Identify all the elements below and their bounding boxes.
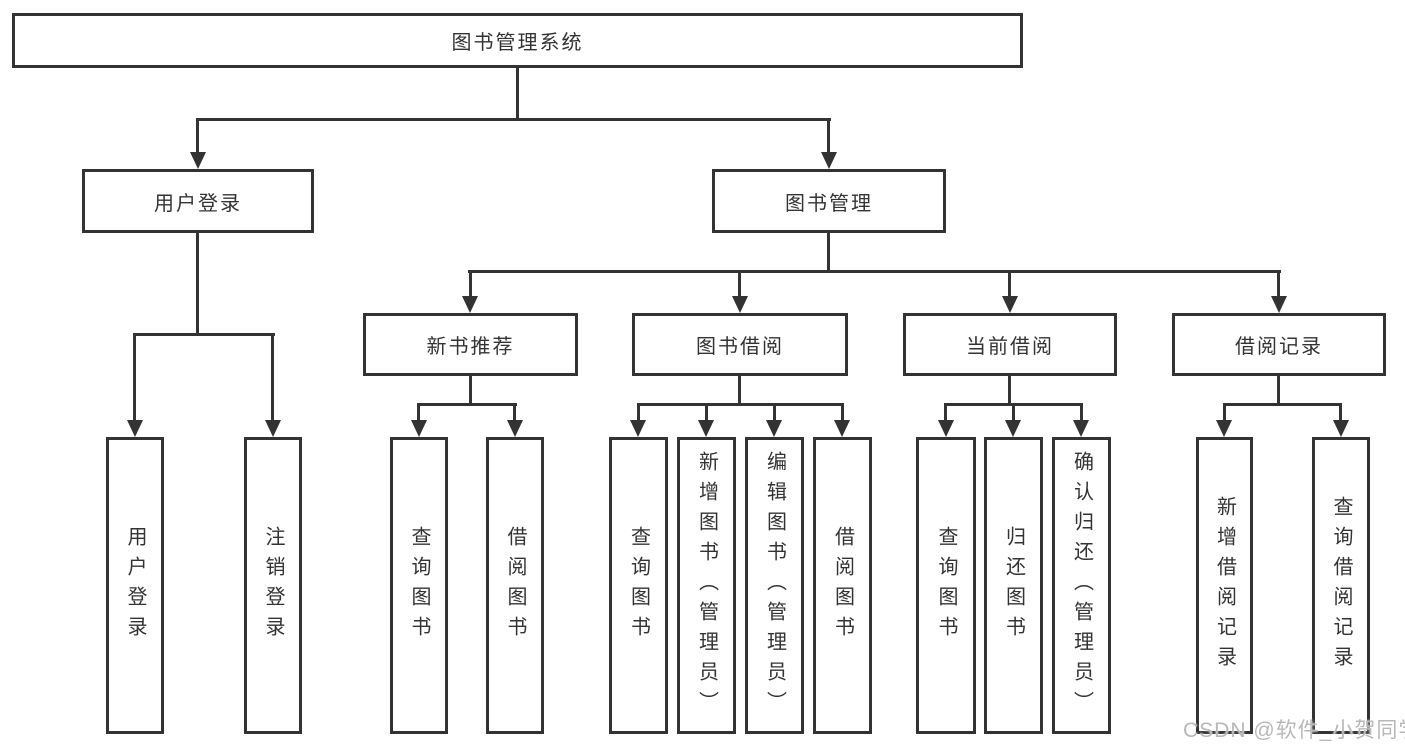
connector-leaf	[944, 405, 947, 422]
connector-level3-rail	[468, 270, 1281, 273]
leaf-confirm-return-admin: 确认归还（管理员）	[1052, 437, 1111, 734]
connector-leaf	[705, 405, 708, 422]
arrow-down-icon	[411, 420, 427, 437]
arrow-down-icon	[462, 296, 478, 313]
csdn-watermark: CSDN @软件_小贺同学	[1183, 719, 1405, 742]
arrow-down-icon	[507, 420, 523, 437]
leaf-add-borrow-record: 新增借阅记录	[1196, 437, 1253, 734]
arrow-down-icon	[1216, 420, 1232, 437]
connector-book-borrow-trunk	[738, 376, 741, 403]
connector-current-borrow-trunk	[1008, 376, 1011, 403]
leaf-borrow-books: 借阅图书	[813, 437, 872, 734]
leaf-query-books-recommend: 查询图书	[390, 437, 448, 734]
connector-leaf	[1223, 405, 1226, 422]
connector-new-book-rail	[417, 403, 517, 406]
connector-to-new-book	[469, 272, 472, 298]
connector-root-trunk	[516, 68, 519, 118]
leaf-query-books-current: 查询图书	[916, 437, 976, 734]
connector-to-leaf-user-login	[133, 335, 136, 421]
connector-to-book-management	[827, 120, 830, 154]
node-new-book-recommend: 新书推荐	[363, 313, 578, 376]
connector-user-login-trunk	[196, 233, 199, 333]
connector-book-borrow-rail	[637, 403, 844, 406]
connector-borrow-record-trunk	[1277, 376, 1280, 403]
connector-to-book-borrow	[738, 272, 741, 298]
node-book-management: 图书管理	[712, 169, 946, 233]
arrow-down-icon	[766, 420, 782, 437]
arrow-down-icon	[732, 296, 748, 313]
arrow-down-icon	[1271, 296, 1287, 313]
connector-to-leaf-logout	[271, 335, 274, 421]
leaf-edit-books-admin: 编辑图书（管理员）	[745, 437, 804, 734]
connector-leaf	[841, 405, 844, 422]
leaf-return-books: 归还图书	[984, 437, 1043, 734]
arrow-down-icon	[190, 152, 206, 169]
arrow-down-icon	[698, 420, 714, 437]
connector-leaf	[417, 405, 420, 422]
connector-borrow-record-rail	[1223, 403, 1342, 406]
connector-current-borrow-rail	[944, 403, 1083, 406]
connector-to-user-login	[196, 120, 199, 154]
connector-leaf	[513, 405, 516, 422]
connector-leaf	[773, 405, 776, 422]
connector-to-borrow-record	[1277, 272, 1280, 298]
node-root: 图书管理系统	[12, 13, 1023, 68]
leaf-borrow-books-recommend: 借阅图书	[486, 437, 544, 734]
leaf-add-books-admin: 新增图书（管理员）	[677, 437, 736, 734]
arrow-down-icon	[630, 420, 646, 437]
connector-leaf	[637, 405, 640, 422]
arrow-down-icon	[821, 152, 837, 169]
node-current-borrow: 当前借阅	[903, 313, 1117, 376]
leaf-query-books-borrow: 查询图书	[609, 437, 668, 734]
leaf-user-login: 用户登录	[106, 437, 164, 734]
arrow-down-icon	[1002, 296, 1018, 313]
arrow-down-icon	[1005, 420, 1021, 437]
arrow-down-icon	[938, 420, 954, 437]
node-user-login: 用户登录	[82, 169, 314, 233]
arrow-down-icon	[1073, 420, 1089, 437]
connector-leaf	[1080, 405, 1083, 422]
connector-book-management-trunk	[827, 233, 830, 270]
arrow-down-icon	[834, 420, 850, 437]
connector-to-current-borrow	[1008, 272, 1011, 298]
arrow-down-icon	[1333, 420, 1349, 437]
node-borrow-record: 借阅记录	[1172, 313, 1386, 376]
connector-leaf	[1339, 405, 1342, 422]
leaf-query-borrow-record: 查询借阅记录	[1312, 437, 1370, 734]
connector-leaf	[1012, 405, 1015, 422]
connector-new-book-trunk	[469, 376, 472, 403]
arrow-down-icon	[127, 420, 143, 437]
arrow-down-icon	[265, 420, 281, 437]
connector-user-login-rail	[133, 333, 275, 336]
leaf-logout: 注销登录	[244, 437, 302, 734]
node-book-borrow: 图书借阅	[632, 313, 848, 376]
connector-level2-rail	[196, 118, 831, 121]
